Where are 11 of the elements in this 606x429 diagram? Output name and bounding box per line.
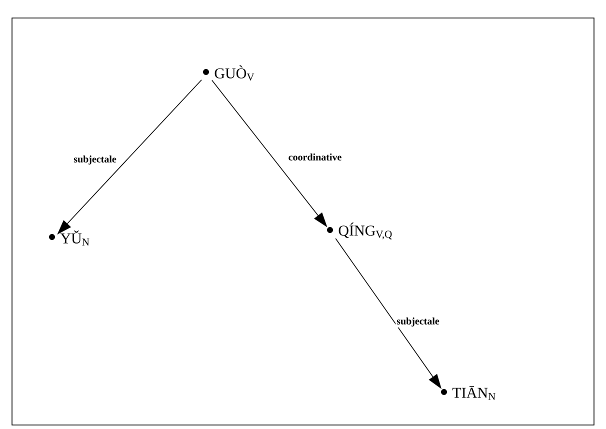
edge-label: subjectale [72,154,118,166]
edge-label: subjectale [396,316,440,328]
node-label: GUÒ$_{V}$ [214,65,254,81]
node-label: QÍNG$_{V,Q}$ [338,222,392,240]
word-node: TIĀN$_{N}$ [441,386,496,400]
word-node: QÍNG$_{V,Q}$ [327,222,392,240]
word-node: GUÒ$_{V}$ [203,65,254,81]
edge-label: coordinative [287,152,343,162]
node-label: YǓ$_{N}$ [60,230,90,246]
word-node: YǓ$_{N}$ [49,230,90,246]
node-label: TIĀN$_{N}$ [452,386,496,400]
